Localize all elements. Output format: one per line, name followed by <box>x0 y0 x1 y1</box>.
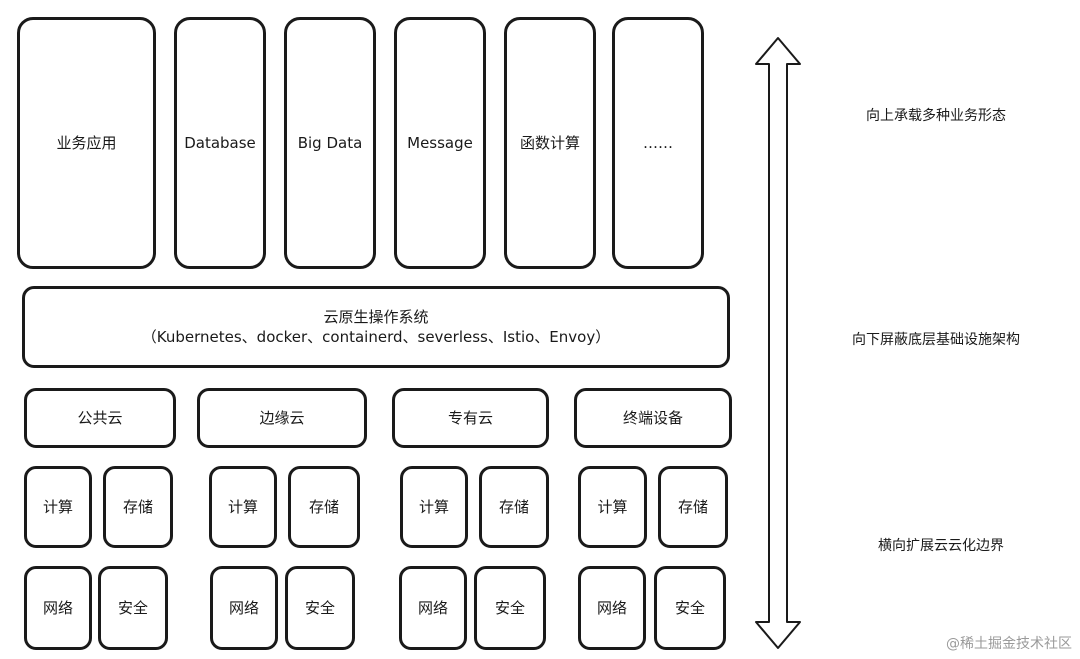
resource-security: 安全 <box>474 566 546 650</box>
resource-label: 安全 <box>674 598 705 617</box>
resource-label: 网络 <box>596 598 627 617</box>
resource-compute: 计算 <box>578 466 647 548</box>
app-label: 业务应用 <box>56 133 117 152</box>
resource-label: 计算 <box>418 497 449 516</box>
resource-label: 存储 <box>498 497 529 516</box>
app-label: …… <box>643 133 673 152</box>
resource-label: 存储 <box>122 497 153 516</box>
os-box: 云原生操作系统 （Kubernetes、docker、containerd、se… <box>22 286 730 368</box>
os-subtitle: （Kubernetes、docker、containerd、severless、… <box>141 328 611 346</box>
resource-label: 计算 <box>597 497 628 516</box>
resource-label: 网络 <box>42 598 73 617</box>
resource-network: 网络 <box>210 566 278 650</box>
resource-label: 网络 <box>228 598 259 617</box>
resource-label: 存储 <box>308 497 339 516</box>
resource-label: 计算 <box>42 497 73 516</box>
cloud-label: 专有云 <box>447 408 493 427</box>
watermark: @稀土掘金技术社区 <box>946 636 1072 652</box>
resource-label: 存储 <box>677 497 708 516</box>
cloud-label: 公共云 <box>77 408 123 427</box>
os-title: 云原生操作系统 <box>323 307 429 326</box>
cloud-label: 终端设备 <box>622 408 683 427</box>
resource-security: 安全 <box>285 566 355 650</box>
resource-storage: 存储 <box>479 466 549 548</box>
resource-network: 网络 <box>24 566 92 650</box>
resource-label: 网络 <box>417 598 448 617</box>
resource-security: 安全 <box>98 566 168 650</box>
cloud-box-edge: 边缘云 <box>197 388 367 448</box>
side-label-top: 向上承载多种业务形态 <box>866 108 1006 124</box>
cloud-box-terminal: 终端设备 <box>574 388 732 448</box>
resource-compute: 计算 <box>24 466 92 548</box>
resource-network: 网络 <box>578 566 646 650</box>
side-label-bottom: 横向扩展云云化边界 <box>878 538 1004 554</box>
resource-compute: 计算 <box>209 466 277 548</box>
app-box-more: …… <box>612 17 704 269</box>
app-label: Big Data <box>297 133 363 152</box>
resource-label: 安全 <box>304 598 335 617</box>
side-label-middle: 向下屏蔽底层基础设施架构 <box>852 332 1020 348</box>
resource-compute: 计算 <box>400 466 468 548</box>
app-box-bigdata: Big Data <box>284 17 376 269</box>
resource-storage: 存储 <box>658 466 728 548</box>
app-label: Database <box>184 133 256 152</box>
app-box-business: 业务应用 <box>17 17 156 269</box>
app-box-database: Database <box>174 17 266 269</box>
cloud-label: 边缘云 <box>259 408 305 427</box>
resource-network: 网络 <box>399 566 467 650</box>
resource-storage: 存储 <box>288 466 360 548</box>
app-label: Message <box>407 133 473 152</box>
app-box-function: 函数计算 <box>504 17 596 269</box>
app-label: 函数计算 <box>519 133 580 152</box>
cloud-box-public: 公共云 <box>24 388 176 448</box>
app-box-message: Message <box>394 17 486 269</box>
cloud-box-private: 专有云 <box>392 388 549 448</box>
resource-storage: 存储 <box>103 466 173 548</box>
resource-label: 计算 <box>227 497 258 516</box>
resource-security: 安全 <box>654 566 726 650</box>
resource-label: 安全 <box>494 598 525 617</box>
resource-label: 安全 <box>117 598 148 617</box>
